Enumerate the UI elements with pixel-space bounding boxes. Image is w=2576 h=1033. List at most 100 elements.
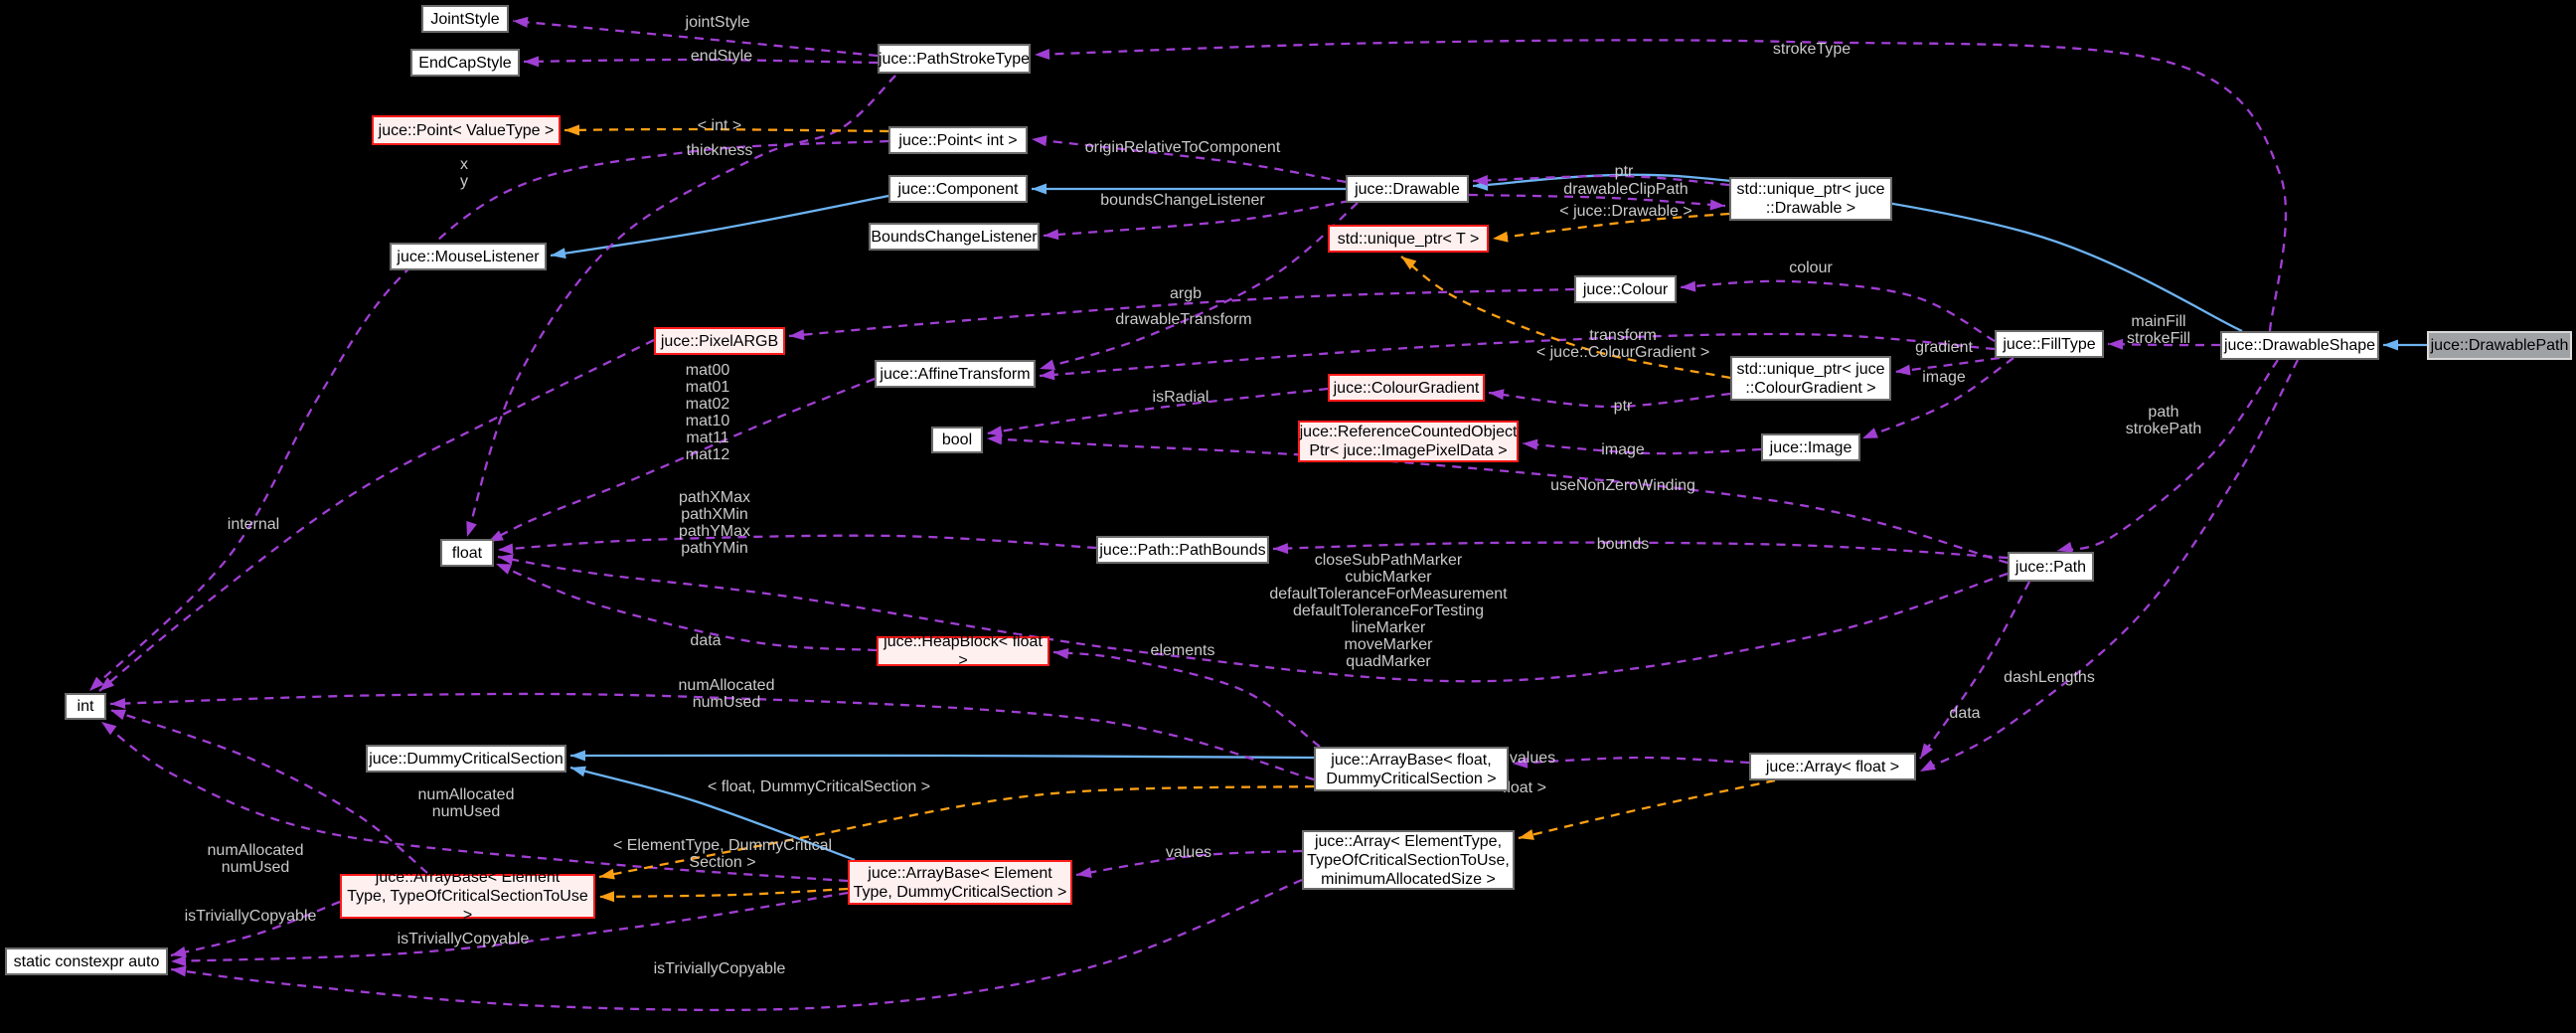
edge-array-base-float-to-array-base-elem-tocstu-arrowhead (599, 868, 615, 880)
node-array-base-elem-dcs[interactable]: juce::ArrayBase< Element Type, DummyCrit… (848, 860, 1072, 905)
node-unique-ptr-t[interactable]: std::unique_ptr< T > (1328, 225, 1489, 253)
node-component[interactable]: juce::Component (888, 175, 1028, 203)
edge-array-base-float-to-int (109, 692, 1315, 781)
node-drawable-shape[interactable]: juce::DrawableShape (2220, 331, 2379, 360)
node-point-int[interactable]: juce::Point< int > (888, 126, 1028, 154)
edge-path-to-float-arrowhead (498, 554, 514, 565)
node-pixel-argb[interactable]: juce::PixelARGB (654, 327, 785, 355)
edge-array-base-elem-dcs-to-array-base-elem-tocstu (598, 887, 849, 899)
edge-pixel-argb-to-int-arrowhead (99, 677, 115, 691)
node-unique-ptr-colour-gradient[interactable]: std::unique_ptr< juce ::ColourGradient > (1730, 356, 1891, 401)
edge-path-to-path-bounds (1272, 541, 2009, 560)
edge-array-base-elem-dcs-to-dummy-critical-section (569, 766, 856, 862)
edge-component-to-mouse-listener (550, 194, 889, 258)
node-bool[interactable]: bool (931, 427, 983, 453)
node-point-value-type[interactable]: juce::Point< ValueType > (372, 115, 561, 145)
edge-path-stroke-type-to-joint-style (512, 19, 879, 58)
edge-image-to-ref-counted-object-ptr-arrowhead (1523, 438, 1538, 450)
edge-array-base-float-to-dummy-critical-section-arrowhead (570, 750, 585, 762)
node-label: juce::HeapBlock< float > (884, 633, 1043, 669)
node-mouse-listener[interactable]: juce::MouseListener (390, 243, 547, 270)
edge-fill-type-to-affine-transform-arrowhead (1040, 369, 1055, 381)
node-fill-type[interactable]: juce::FillType (1995, 330, 2104, 358)
node-heap-block-float[interactable]: juce::HeapBlock< float > (877, 633, 1049, 669)
node-path-bounds[interactable]: juce::Path::PathBounds (1096, 536, 1269, 564)
edge-colour-to-pixel-argb-arrowhead (789, 329, 805, 341)
edge-unique-ptr-colour-gradient-to-colour-gradient (1488, 391, 1731, 409)
node-label: juce::FillType (2003, 335, 2096, 353)
edge-unique-ptr-drawable-to-drawable (1472, 174, 1730, 187)
edge-path-stroke-type-to-end-cap-style-arrowhead (524, 56, 540, 68)
node-label: BoundsChangeListener (871, 228, 1038, 246)
node-dummy-critical-section[interactable]: juce::DummyCriticalSection (366, 745, 566, 773)
edge-array-base-elem-tocstu-to-static-constexpr-auto (170, 900, 341, 957)
edge-unique-ptr-drawable-to-drawable-arrowhead (1473, 174, 1489, 186)
edge-array-base-elem-dcs-to-dummy-critical-section-arrowhead (570, 766, 586, 777)
edge-array-base-elem-dcs-to-static-constexpr-auto (170, 891, 849, 963)
edge-array-elem-to-array-base-elem-dcs-arrowhead (1076, 867, 1092, 879)
node-label: juce::MouseListener (397, 248, 540, 265)
edge-unique-ptr-colour-gradient-to-colour-gradient-arrowhead (1489, 389, 1505, 401)
node-colour[interactable]: juce::Colour (1574, 275, 1677, 303)
node-label: juce::ArrayBase< Element Type, DummyCrit… (853, 864, 1067, 901)
edge-unique-ptr-drawable-to-unique-ptr-t (1492, 212, 1730, 241)
edge-drawable-shape-to-path (2056, 359, 2279, 553)
node-static-constexpr-auto[interactable]: static constexpr auto (5, 947, 168, 975)
node-label: juce::DummyCriticalSection (369, 750, 564, 768)
node-label: juce::Path::PathBounds (1099, 541, 1266, 559)
node-label: juce::PathStrokeType (878, 50, 1031, 68)
edge-drawable-shape-to-path-arrowhead (2057, 541, 2073, 553)
node-end-cap-style[interactable]: EndCapStyle (410, 49, 520, 77)
node-array-elem[interactable]: juce::Array< ElementType, TypeOfCritical… (1302, 830, 1515, 890)
edge-path-to-array-float (1919, 581, 2031, 760)
node-array-base-float[interactable]: juce::ArrayBase< float, DummyCriticalSec… (1314, 747, 1509, 791)
node-label: juce::ArrayBase< Element Type, TypeOfCri… (347, 869, 588, 924)
node-label: JointStyle (430, 10, 500, 28)
node-drawable-path[interactable]: juce::DrawablePath (2427, 331, 2572, 360)
edge-path-to-path-bounds-arrowhead (1273, 543, 1289, 555)
node-path-stroke-type[interactable]: juce::PathStrokeType (878, 44, 1031, 74)
edge-array-float-to-array-elem (1518, 778, 1776, 840)
edge-affine-transform-to-float (487, 377, 876, 544)
node-label: EndCapStyle (418, 54, 512, 72)
node-bounds-change-listener[interactable]: BoundsChangeListener (869, 223, 1040, 251)
node-joint-style[interactable]: JointStyle (421, 5, 509, 33)
edge-array-base-elem-dcs-to-int (100, 721, 849, 883)
edge-drawable-to-affine-transform (1039, 202, 1359, 371)
node-path[interactable]: juce::Path (2008, 552, 2094, 582)
node-ref-counted-object-ptr[interactable]: juce::ReferenceCountedObject Ptr< juce::… (1298, 421, 1519, 462)
node-drawable[interactable]: juce::Drawable (1346, 175, 1469, 203)
edge-drawable-path-to-drawable-shape-arrowhead (2383, 339, 2398, 351)
node-unique-ptr-drawable[interactable]: std::unique_ptr< juce ::Drawable > (1729, 177, 1892, 221)
node-label: static constexpr auto (13, 952, 160, 970)
edge-array-elem-to-static-constexpr-auto-arrowhead (171, 965, 187, 977)
edge-path-stroke-type-to-joint-style-arrowhead (513, 16, 529, 28)
edge-colour-gradient-to-bool (986, 387, 1329, 435)
edge-drawable-to-point-int-arrowhead (1032, 135, 1047, 147)
node-float[interactable]: float (440, 539, 494, 567)
node-array-base-elem-tocstu[interactable]: juce::ArrayBase< Element Type, TypeOfCri… (340, 869, 595, 924)
node-array-float[interactable]: juce::Array< float > (1749, 753, 1916, 780)
edge-array-float-to-array-base-float-arrowhead (1513, 757, 1529, 769)
node-image[interactable]: juce::Image (1761, 433, 1860, 461)
edge-path-bounds-to-float-arrowhead (498, 543, 514, 555)
edge-array-elem-to-static-constexpr-auto (170, 878, 1303, 1012)
edge-path-stroke-type-to-end-cap-style (523, 58, 879, 65)
edge-drawable-to-unique-ptr-drawable-arrowhead (1709, 199, 1725, 211)
edge-array-base-float-to-int-arrowhead (110, 698, 126, 710)
node-colour-gradient[interactable]: juce::ColourGradient (1328, 374, 1485, 402)
edge-drawable-shape-to-fill-type (2107, 342, 2221, 347)
edge-array-elem-to-array-base-elem-dcs (1075, 849, 1303, 877)
edge-drawable-shape-to-path-stroke-type-arrowhead (1035, 49, 1050, 60)
edge-point-int-to-int (88, 139, 889, 692)
node-label: juce::Array< float > (1765, 758, 1900, 775)
edge-heap-block-float-to-float-arrowhead (496, 564, 512, 575)
node-label: juce::Image (1769, 438, 1852, 456)
edge-drawable-to-bounds-change-listener-arrowhead (1044, 229, 1059, 241)
node-label: juce::Drawable (1355, 180, 1460, 198)
edge-path-to-bool-arrowhead (987, 433, 1003, 445)
node-label: std::unique_ptr< juce ::ColourGradient > (1736, 360, 1885, 397)
node-affine-transform[interactable]: juce::AffineTransform (875, 360, 1036, 388)
node-int[interactable]: int (65, 693, 106, 720)
